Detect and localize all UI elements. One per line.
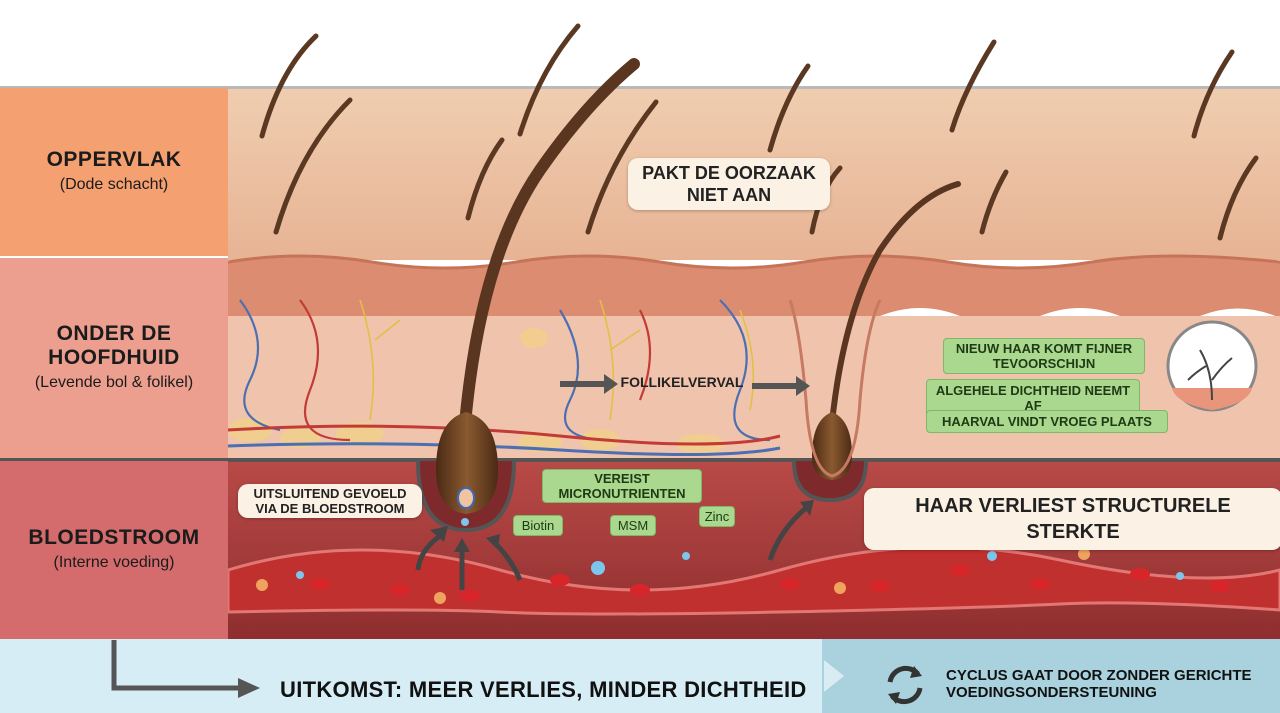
effect-tag-finer-hair: NIEUW HAAR KOMT FIJNER TEVOORSCHIJN <box>943 338 1145 374</box>
cycle-icon <box>887 665 923 705</box>
nutrient-tag-zinc: Zinc <box>699 506 735 527</box>
surface-note-label: PAKT DE OORZAAK NIET AAN <box>628 158 830 210</box>
hair-bulb-main <box>436 412 498 514</box>
layer-subtitle: (Dode schacht) <box>59 176 169 193</box>
layer-panel-subscalp: ONDER DE HOOFDHUID (Levende bol & folike… <box>0 258 228 458</box>
layer-panel-surface: OPPERVLAK (Dode schacht) <box>0 88 228 256</box>
effect-tag-early-shedding: HAARVAL VINDT VROEG PLAATS <box>926 410 1168 433</box>
hair-shaft-thin <box>827 181 961 447</box>
layer-panel-blood: BLOEDSTROOM (Interne voeding) <box>0 461 228 639</box>
micronutrients-label: VEREIST MICRONUTRIENTEN <box>542 469 702 503</box>
blood-vessel <box>226 545 1280 616</box>
structural-strength-label: HAAR VERLIEST STRUCTURELE STERKTE <box>864 488 1280 550</box>
layer-title: OPPERVLAK <box>46 148 182 171</box>
outcome-text: UITKOMST: MEER VERLIES, MINDER DICHTHEID <box>280 677 807 702</box>
layer-subtitle: (Levende bol & folikel) <box>34 374 194 391</box>
layer-title: BLOEDSTROOM <box>28 526 200 549</box>
hair-shaft-main <box>458 58 640 442</box>
density-inset-icon <box>1166 320 1258 412</box>
follicle-decline-label: FOLLIKELVERVAL <box>620 374 744 390</box>
layer-title: ONDER DE HOOFDHUID <box>48 322 180 369</box>
nutrient-tag-msm: MSM <box>610 515 656 536</box>
nutrient-tag-biotin: Biotin <box>513 515 563 536</box>
cycle-text: CYCLUS GAAT DOOR ZONDER GERICHTE VOEDING… <box>946 667 1252 701</box>
layer-subtitle: (Interne voeding) <box>53 554 175 571</box>
blood-only-label: UITSLUITEND GEVOELD VIA DE BLOEDSTROOM <box>238 484 422 518</box>
